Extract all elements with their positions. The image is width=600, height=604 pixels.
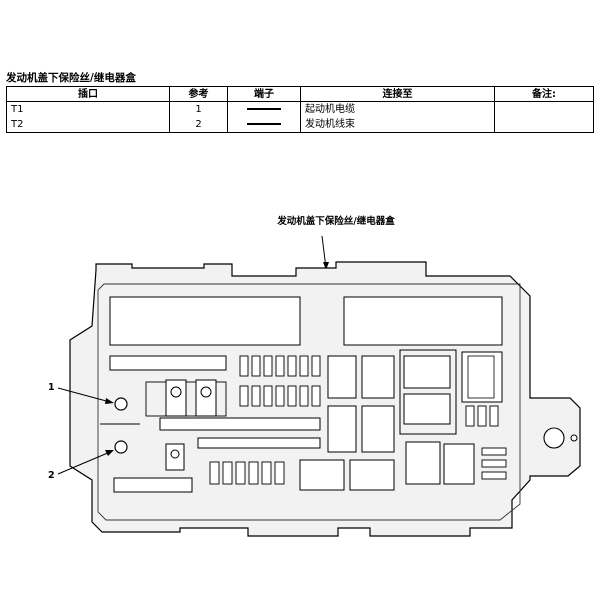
cell-note	[494, 101, 594, 117]
mini-fuse-row-2	[209, 461, 285, 485]
callout-2-line	[57, 451, 111, 475]
mini-fuse-right	[465, 405, 499, 427]
bolt-icon	[170, 386, 182, 398]
relay-mid-3	[327, 405, 357, 453]
housing-inner-outline	[97, 283, 521, 521]
header-connect-to: 连接至	[300, 86, 495, 102]
relay-cluster-right	[399, 349, 457, 435]
terminal-dash-icon	[247, 108, 281, 110]
table-row: T2 2 发动机线束	[6, 117, 594, 133]
relay-right-5	[443, 443, 475, 485]
bus-bar-long	[159, 417, 321, 431]
bolt-icon	[200, 386, 212, 398]
callout-1-line	[57, 387, 111, 403]
callout-1-label: 1	[48, 382, 55, 393]
large-relay-block-right	[343, 296, 503, 346]
relay-right-2	[403, 393, 451, 425]
relay-mid-4	[361, 405, 395, 453]
terminal-2-stud	[114, 440, 128, 454]
mount-hole-small	[570, 434, 578, 442]
relay-mid-1	[327, 355, 357, 399]
terminal-1-stud	[114, 397, 128, 411]
table-row: T1 1 起动机电缆	[6, 101, 594, 117]
mini-fuse-right-horizontal	[481, 447, 507, 480]
large-relay-block-left	[109, 296, 301, 346]
fuse-strip-bottom	[113, 477, 193, 493]
fuse-strip-top	[109, 355, 227, 371]
bus-bar-short	[197, 437, 321, 449]
mini-fuse-row-1	[239, 355, 321, 407]
relay-mid-2	[361, 355, 395, 399]
bolt-icon	[170, 449, 180, 459]
relay-lower-2	[349, 459, 395, 491]
relay-right-3-inner	[467, 355, 495, 399]
box-label: 发动机盖下保险丝/继电器盒	[276, 215, 395, 227]
box-leader-arrow-icon	[323, 262, 329, 270]
cell-note	[494, 117, 594, 133]
relay-right-4	[405, 441, 441, 485]
relay-right-1	[403, 355, 451, 389]
table-header-row: 插口 参考 端子 连接至 备注:	[6, 86, 594, 102]
terminal-post-t1	[165, 379, 187, 417]
page-title: 发动机盖下保险丝/继电器盒	[6, 72, 136, 84]
callout-2-arrow-icon	[105, 450, 114, 456]
connector-table: 插口 参考 端子 连接至 备注: T1 1 起动机电缆 T2 2 发动机线束	[6, 86, 594, 133]
callout-2-label: 2	[48, 470, 55, 481]
callout-1-arrow-icon	[105, 398, 114, 404]
terminal-post-t2	[195, 379, 217, 417]
terminal-dash-icon	[247, 123, 281, 125]
relay-lower-1	[299, 459, 345, 491]
mount-hole	[543, 427, 565, 449]
header-note: 备注:	[494, 86, 594, 102]
